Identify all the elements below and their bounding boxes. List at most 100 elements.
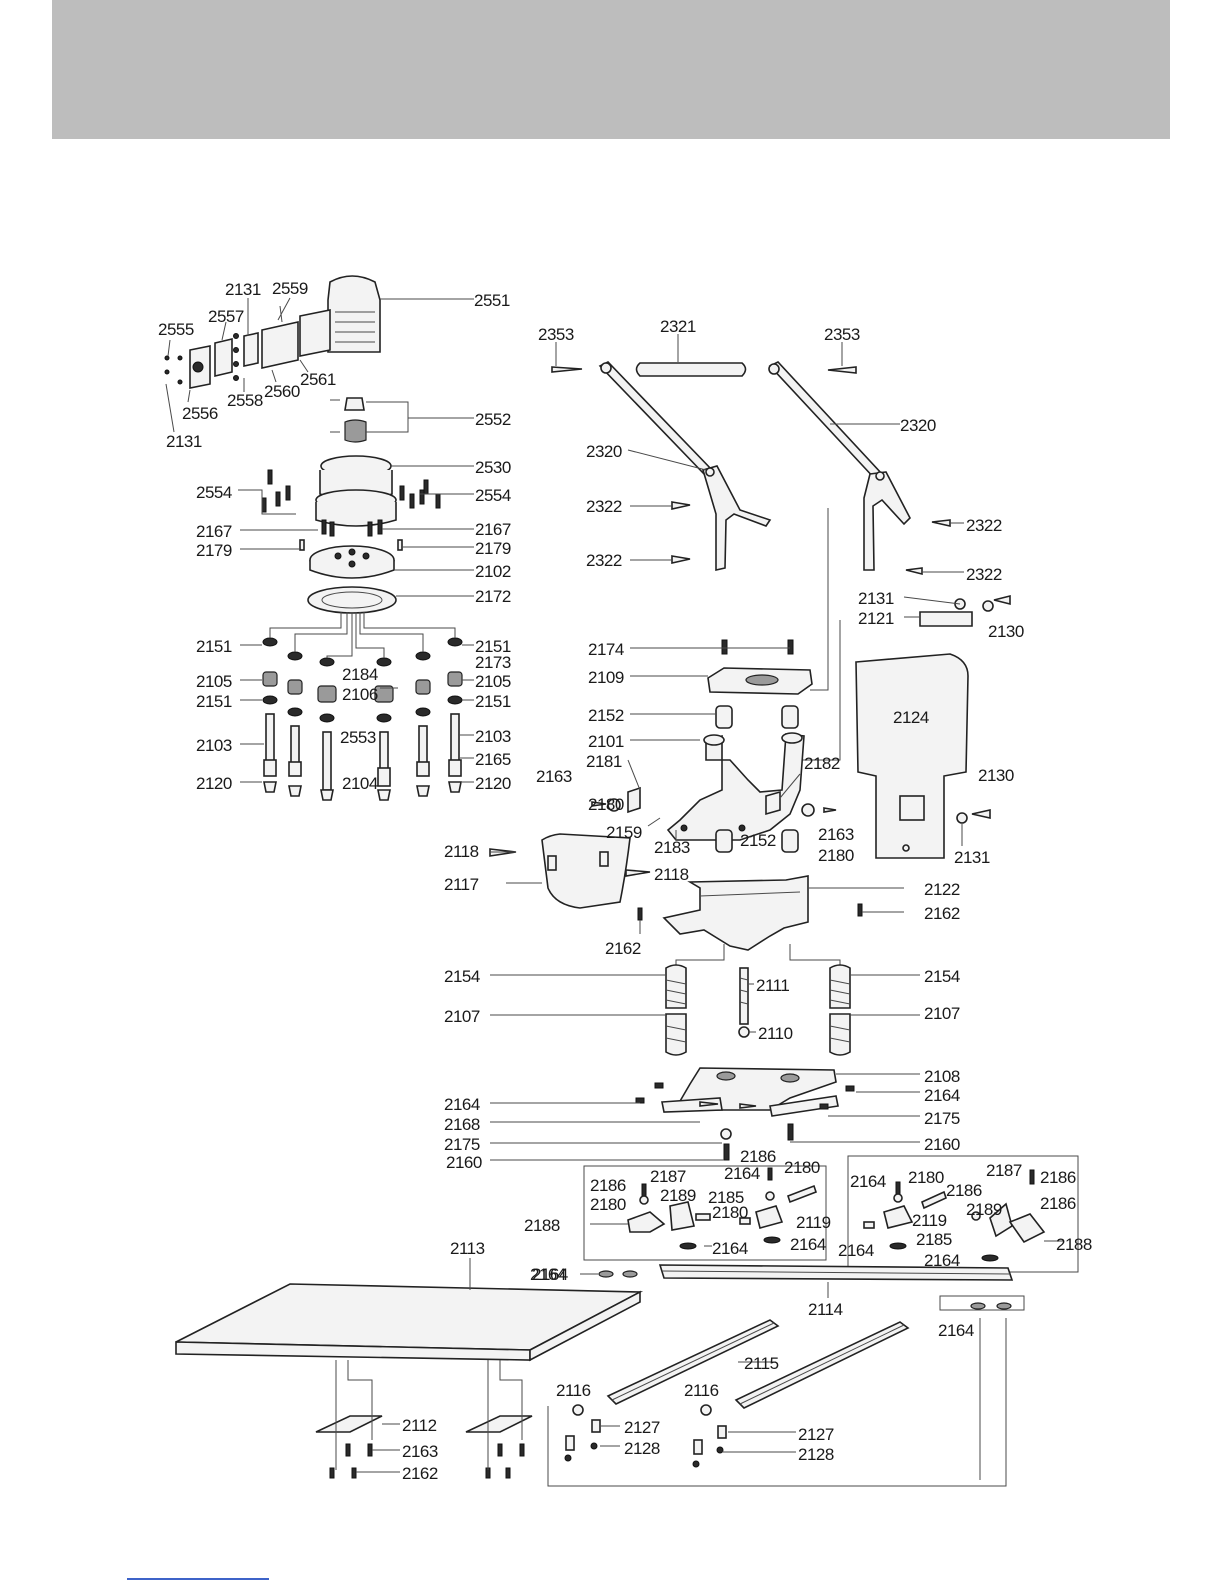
part-label: 2179 [475,539,511,558]
part-label: 2164 [850,1172,886,1191]
part-label: 2118 [654,865,689,884]
part-label: 2131 [954,848,990,867]
part-label: 2103 [196,736,232,755]
part-label: 2186 [740,1147,776,1166]
part-label: 2187 [986,1161,1022,1180]
part-label: 2320 [900,416,936,435]
part-label: 2115 [744,1354,779,1373]
part-label: 2322 [586,497,622,516]
part-label: 2162 [402,1464,438,1483]
part-label: 2186 [946,1181,982,1200]
part-label: 2180 [818,846,854,865]
part-label: 2102 [475,562,511,581]
part-label: 2164 [924,1251,960,1270]
part-label: 2130 [978,766,1014,785]
part-label: 2105 [475,672,511,691]
part-label: 2104 [342,774,378,793]
part-label: 2152 [740,831,776,850]
part-label: 2127 [798,1425,834,1444]
part-label: 2107 [924,1004,960,1023]
part-label: 2167 [475,520,511,539]
part-label: 2186 [590,1176,626,1195]
part-label: 2151 [475,692,511,711]
part-label: 2167 [196,522,232,541]
part-label: 2160 [924,1135,960,1154]
part-label: 2322 [586,551,622,570]
part-label: 2554 [196,483,232,502]
part-label: 2151 [475,637,511,656]
part-label: 2179 [196,541,232,560]
part-label: 2113 [450,1239,485,1258]
part-label: 2186 [1040,1168,1076,1187]
part-label: 2187 [650,1167,686,1186]
header-band [52,0,1170,139]
part-label: 2322 [966,565,1002,584]
foot-bracket-drawing [583,1155,1079,1273]
part-label: 2117 [444,875,479,894]
part-label: 2182 [804,754,840,773]
part-label: 2353 [824,325,860,344]
part-label: 2175 [444,1135,480,1154]
part-label: 2322 [966,516,1002,535]
part-label: 2189 [660,1186,696,1205]
part-label: 2185 [916,1230,952,1249]
part-label: 2128 [798,1445,834,1464]
part-label: 2165 [475,750,511,769]
part-label: 2110 [758,1024,793,1043]
part-label: 2108 [924,1067,960,1086]
part-label: 2180 [590,1195,626,1214]
part-label: 2189 [966,1200,1002,1219]
part-label: 2163 [818,825,854,844]
part-label: 2183 [654,838,690,857]
part-label: 2320 [586,442,622,461]
part-label: 2151 [196,637,232,656]
part-label: 2112 [402,1416,437,1435]
part-label: 2552 [475,410,511,429]
part-label: 2120 [475,774,511,793]
part-label: 2353 [538,325,574,344]
part-label: 2557 [208,307,244,326]
part-label: 2560 [264,382,300,401]
part-label: 2556 [182,404,218,423]
part-label: 2168 [444,1115,480,1134]
part-label: 2164 [444,1095,480,1114]
part-label: 2175 [924,1109,960,1128]
part-label: 2163 [536,767,572,786]
part-label: 2159 [606,823,642,842]
part-label: 2172 [475,587,511,606]
part-label: 2164 [790,1235,826,1254]
part-label: 2105 [196,672,232,691]
part-label: 2154 [924,967,960,986]
leader-lines [165,297,1064,1473]
part-label: 2116 [556,1381,591,1400]
handle-assembly-drawing [551,361,951,761]
part-label: 2127 [624,1418,660,1437]
part-label: 2128 [624,1439,660,1458]
part-label: 2530 [475,458,511,477]
part-label: 2551 [474,291,510,310]
part-label: 2109 [588,668,624,687]
guard-plate-drawing [855,594,1011,859]
part-label: 2118 [444,842,479,861]
part-label: 2114 [808,1300,843,1319]
part-label: 2164 [530,1265,566,1284]
column-assembly-drawing [635,964,855,1161]
part-label: 2174 [588,640,624,659]
part-label: 2553 [340,728,376,747]
part-label: 2181 [586,752,622,771]
part-label: 2164 [712,1239,748,1258]
part-label: 2106 [342,685,378,704]
part-label: 2164 [724,1164,760,1183]
part-label: 2119 [912,1211,947,1230]
part-label: 2555 [158,320,194,339]
spindle-set-drawing [262,612,463,801]
part-label: 2116 [684,1381,719,1400]
part-label: 2111 [756,976,789,995]
part-label: 2131 [858,589,894,608]
part-label: 2154 [444,967,480,986]
part-label: 2152 [588,706,624,725]
part-label: 2122 [924,880,960,899]
part-label: 2162 [924,904,960,923]
part-label: 2162 [605,939,641,958]
